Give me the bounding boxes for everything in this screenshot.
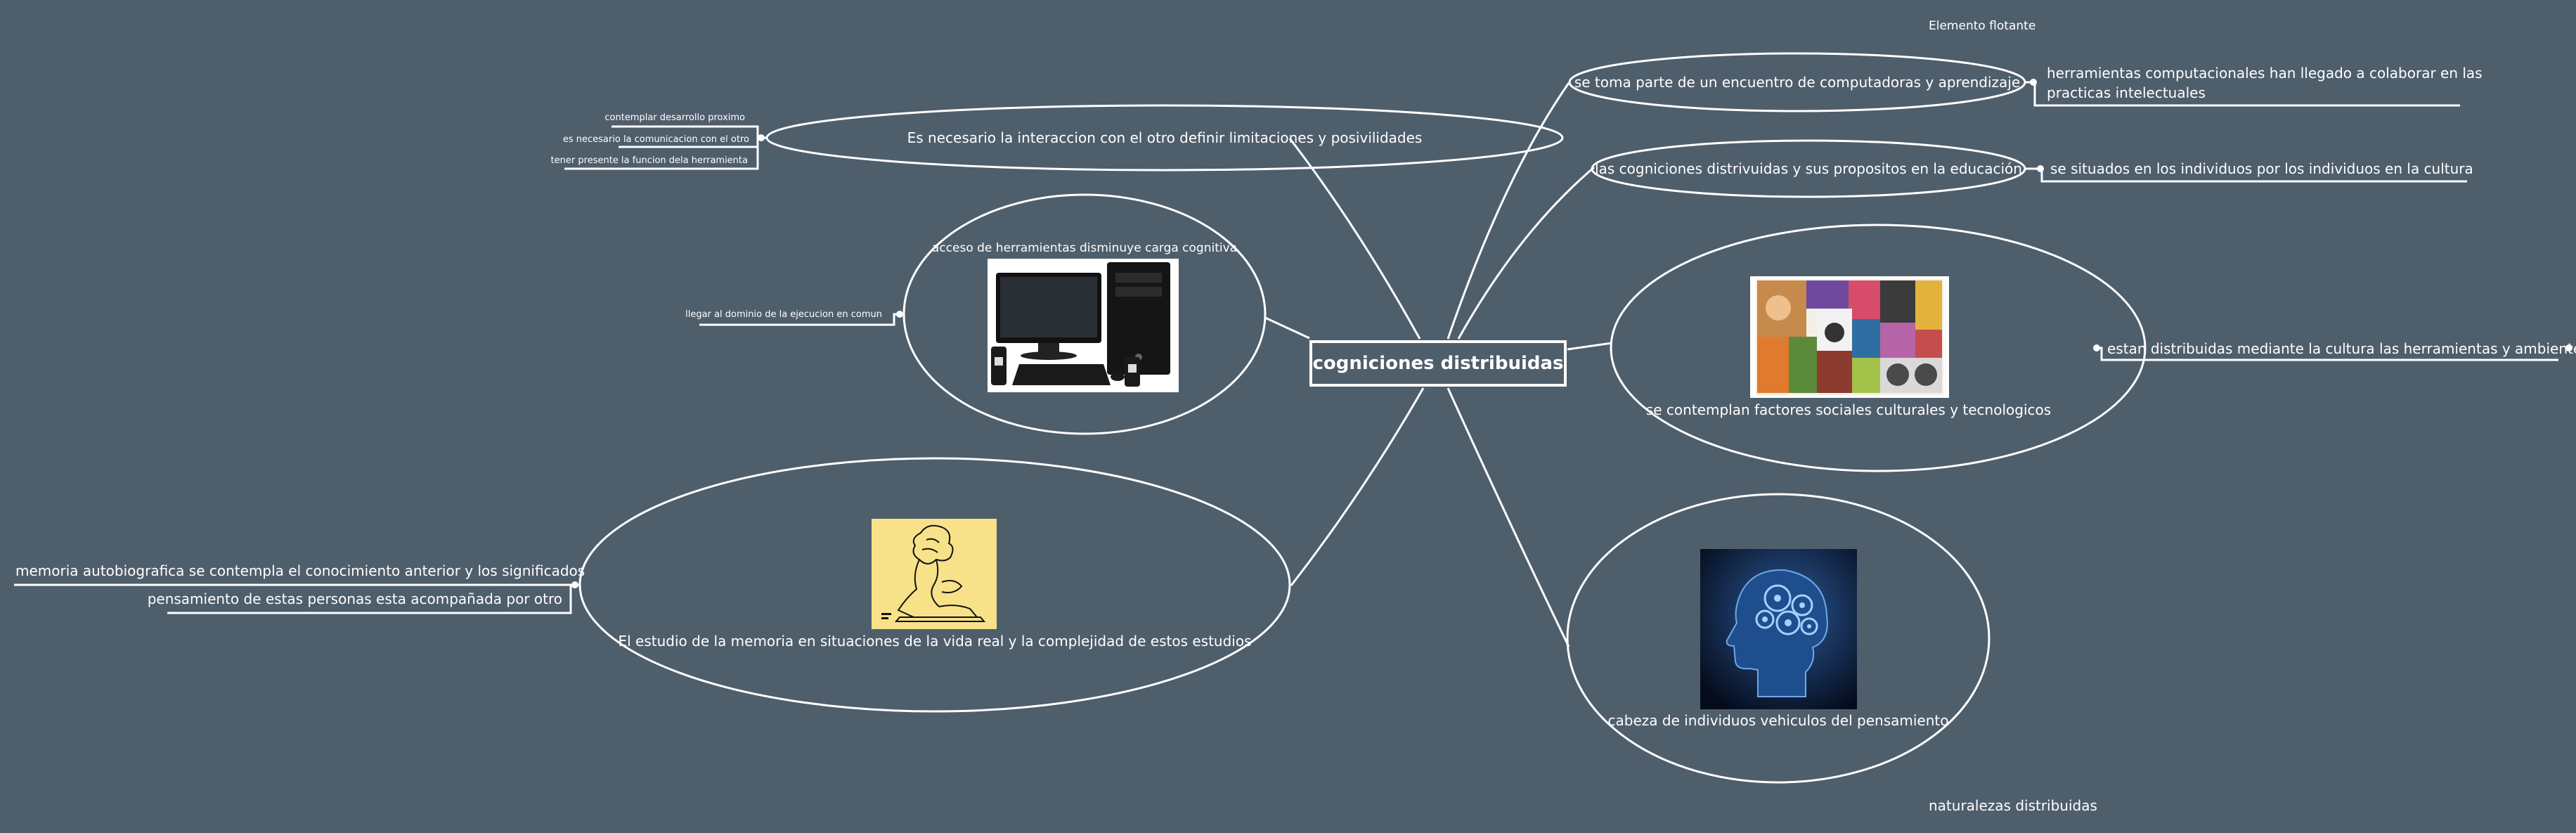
- edge-handle-memoria[interactable]: [571, 581, 578, 588]
- collage-photo-graphic: [1756, 279, 1943, 395]
- edge-handle-encuentro[interactable]: [2030, 79, 2037, 86]
- edge-educacion-child: [2026, 167, 2467, 183]
- node-interaccion-label: Es necesario la interaccion con el otro …: [907, 129, 1423, 146]
- edge-handle-educacion[interactable]: [2037, 165, 2044, 172]
- floating-bottom-label[interactable]: naturalezas distribuidas: [1929, 797, 2097, 814]
- node-factores-child[interactable]: estan distribuidas mediante la cultura l…: [2107, 340, 2576, 357]
- edge-root-educacion: [1457, 166, 1595, 340]
- node-acceso-child[interactable]: llegar al dominio de la ejecucion en com…: [685, 309, 882, 320]
- floating-top-label[interactable]: Elemento flotante: [1929, 19, 2036, 33]
- node-encuentro-child-line1[interactable]: herramientas computacionales han llegado…: [2047, 65, 2483, 82]
- edge-handle-factores-end[interactable]: [2565, 344, 2572, 351]
- edge-root-acceso: [1264, 316, 1310, 340]
- node-factores-label: se contemplan factores sociales cultural…: [1645, 401, 2052, 418]
- node-factores-ellipse[interactable]: [1610, 224, 2147, 472]
- node-encuentro-label: se toma parte de un encuentro de computa…: [1574, 74, 2021, 91]
- node-memoria-label: El estudio de la memoria en situaciones …: [618, 633, 1252, 650]
- collage-photo: [1750, 276, 1949, 398]
- node-memoria-child-0[interactable]: memoria autobiografica se contempla el c…: [15, 562, 585, 579]
- edge-root-factores: [1567, 342, 1612, 351]
- node-memoria-child-1[interactable]: pensamiento de estas personas esta acomp…: [147, 590, 562, 607]
- memory-sketch-graphic: [881, 524, 986, 622]
- node-acceso-label: acceso de herramientas disminuye carga c…: [931, 241, 1238, 255]
- root-node-label: cogniciones distribuidas: [1312, 353, 1564, 374]
- node-interaccion-child-2[interactable]: tener presente la funcion dela herramien…: [550, 155, 748, 166]
- edge-root-cabeza: [1446, 387, 1570, 647]
- edge-root-memoria: [1290, 387, 1425, 586]
- node-educacion-label: las cogniciones distrivuidas y sus propo…: [1595, 160, 2022, 177]
- brain-gears-photo: [1700, 549, 1857, 709]
- node-cabeza-ellipse[interactable]: [1566, 493, 1991, 784]
- edge-root-encuentro: [1446, 82, 1570, 340]
- memory-sketch: [872, 519, 997, 629]
- edge-handle-factores[interactable]: [2093, 344, 2100, 351]
- edge-root-interaccion: [1288, 138, 1421, 340]
- node-acceso-ellipse[interactable]: [902, 193, 1267, 435]
- node-educacion-ellipse[interactable]: [1591, 139, 2026, 198]
- brain-gears-graphic: [1700, 549, 1857, 709]
- edge-handle-interaccion[interactable]: [758, 134, 765, 141]
- node-encuentro-child-line2[interactable]: practicas intelectuales: [2047, 84, 2206, 101]
- node-cabeza-label: cabeza de individuos vehiculos del pensa…: [1607, 712, 1949, 729]
- node-educacion-child[interactable]: se situados en los individuos por los in…: [2050, 160, 2473, 177]
- node-interaccion-child-0[interactable]: contemplar desarrollo proximo: [604, 112, 745, 123]
- node-interaccion-ellipse[interactable]: [765, 104, 1564, 172]
- root-node[interactable]: cogniciones distribuidas: [1309, 340, 1567, 387]
- edge-handle-acceso[interactable]: [896, 311, 903, 318]
- node-interaccion-child-1[interactable]: es necesario la comunicacion con el otro: [562, 134, 749, 145]
- computer-photo: [988, 259, 1179, 392]
- node-encuentro-ellipse[interactable]: [1568, 52, 2026, 112]
- computer-graphic: [991, 262, 1170, 387]
